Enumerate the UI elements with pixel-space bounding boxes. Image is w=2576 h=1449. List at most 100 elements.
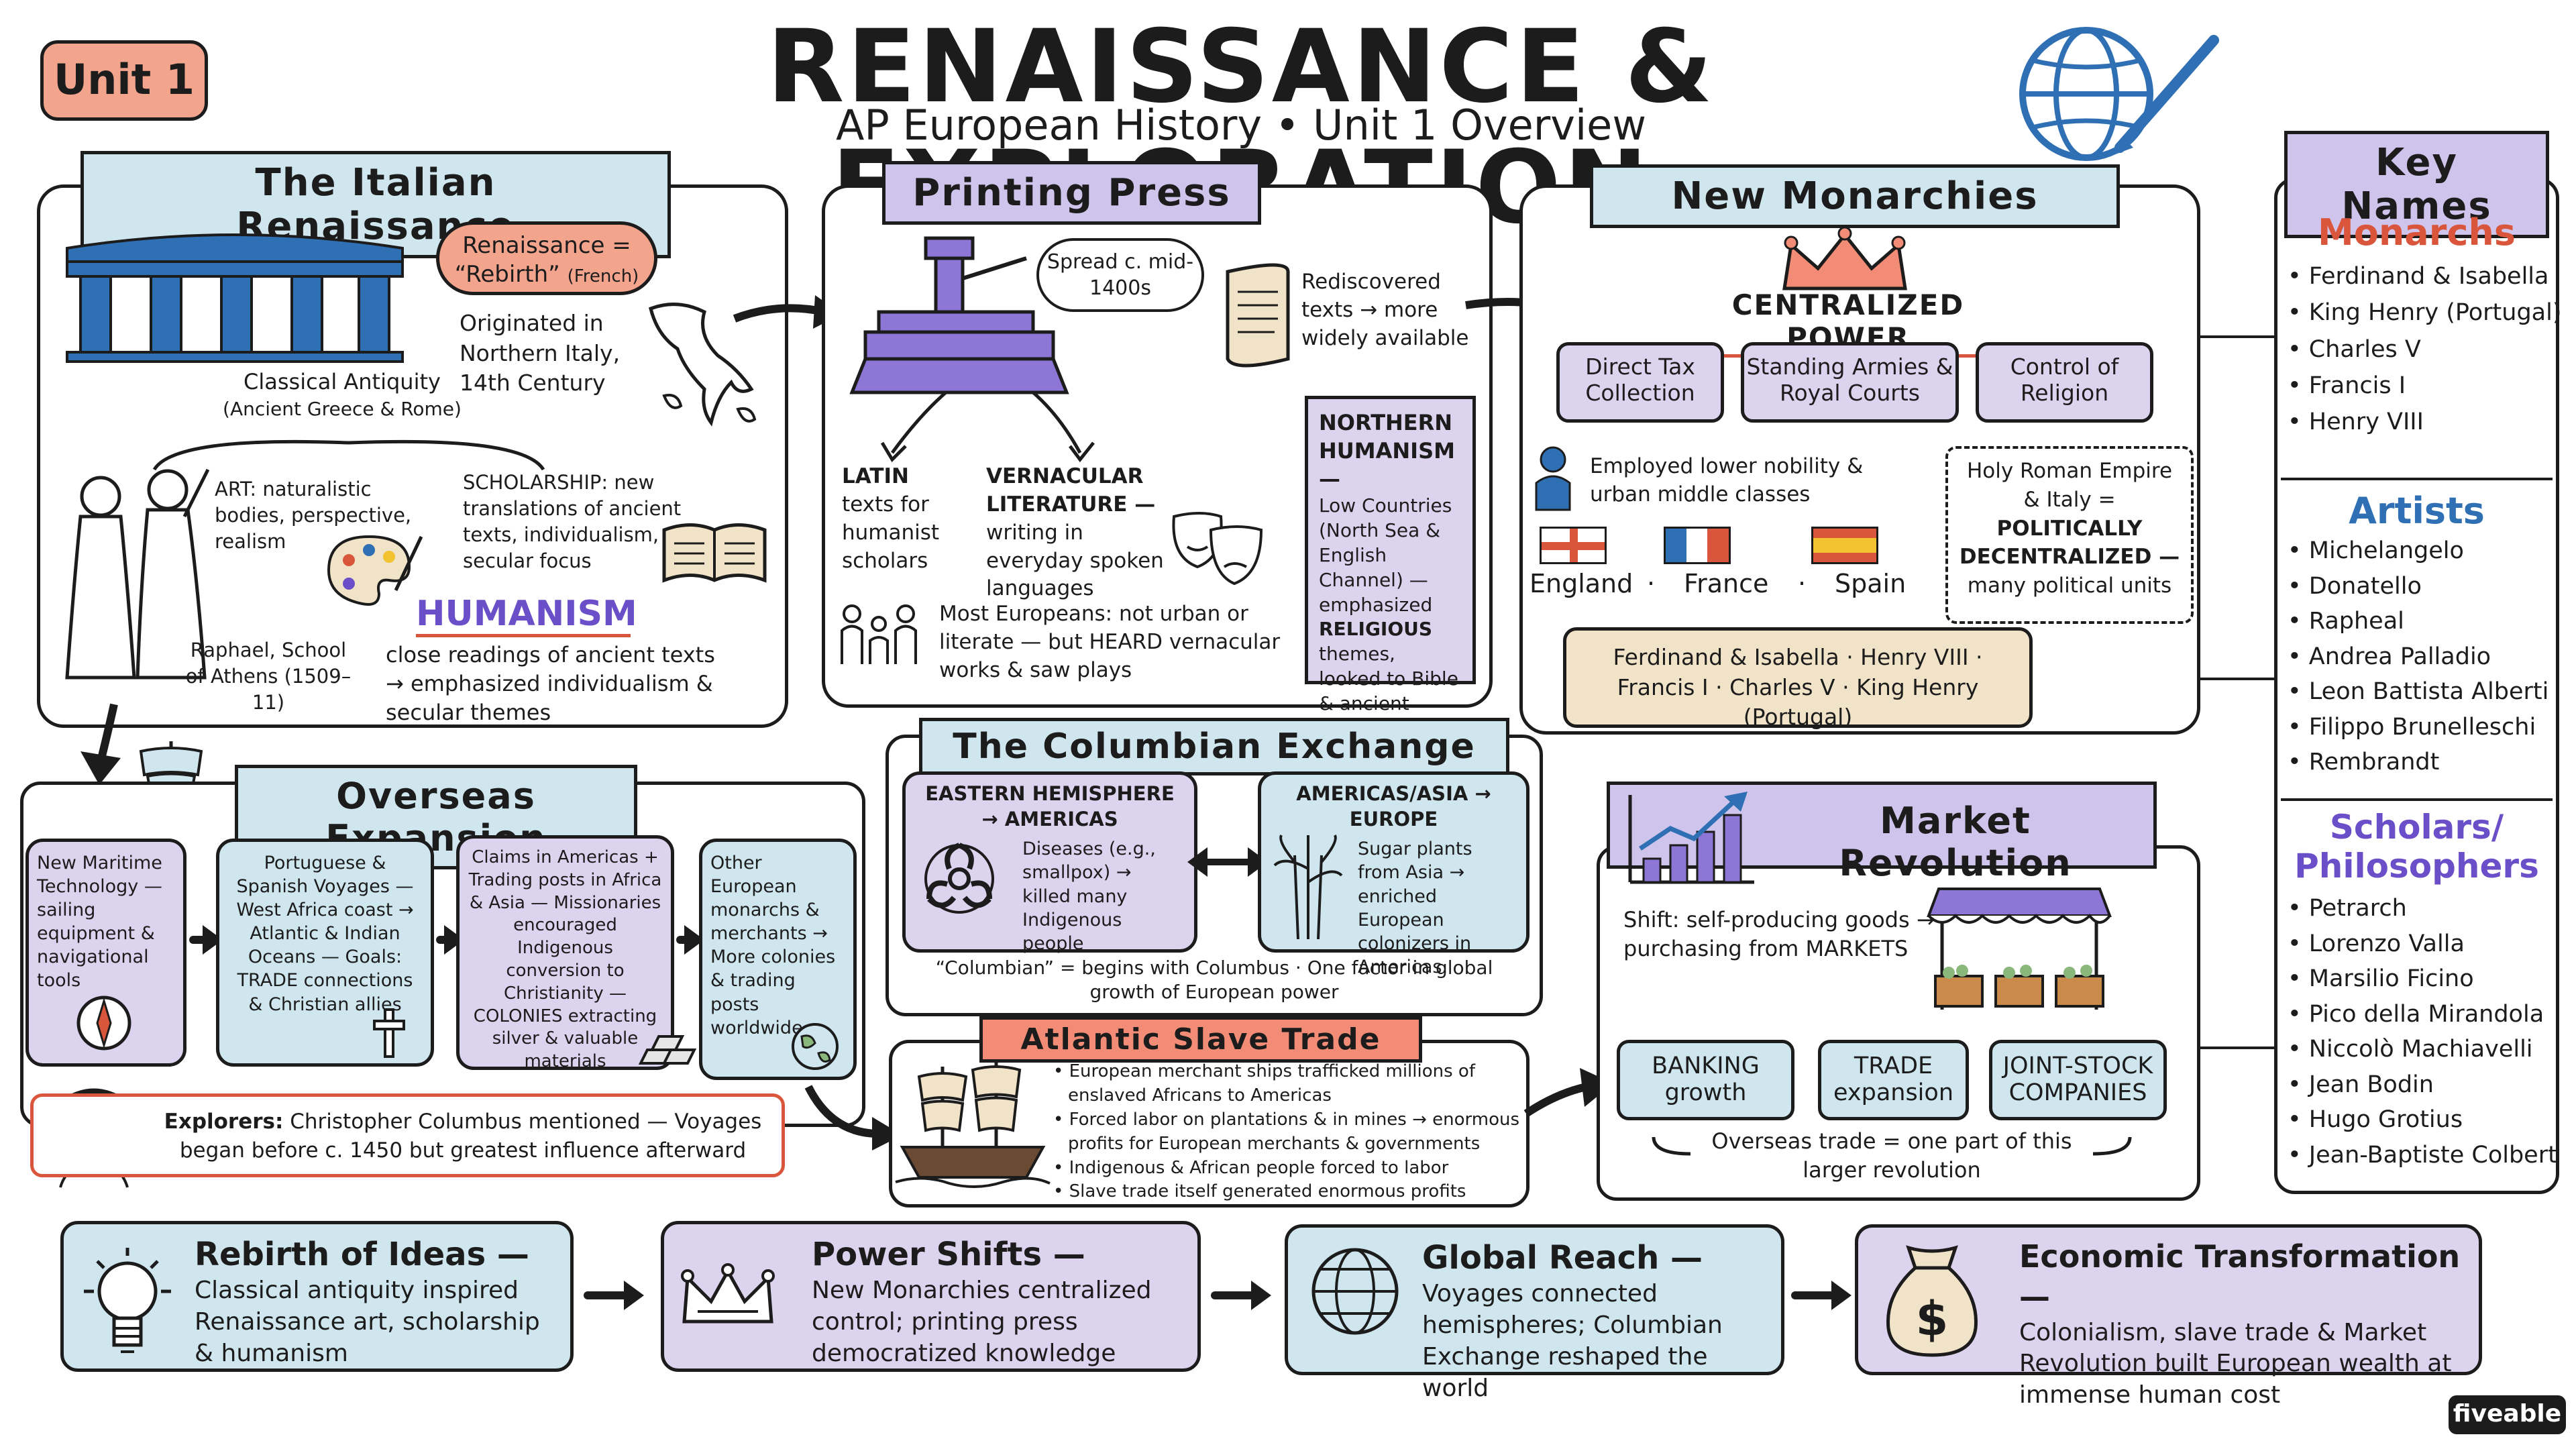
worldwide-text: Other European monarchs & merchants → Mo… — [710, 853, 836, 1038]
france-flag-icon — [1664, 527, 1731, 564]
columbian-exchange-title: The Columbian Exchange — [919, 718, 1509, 775]
classical-label: Classical Antiquity — [244, 369, 441, 394]
latin-block: LATIN texts for humanist scholars — [842, 463, 963, 575]
printing-press-icon — [849, 236, 1069, 394]
key-names-connector — [2200, 678, 2274, 680]
open-book-icon — [662, 523, 767, 583]
scholarship-text: SCHOLARSHIP: new translations of ancient… — [463, 471, 682, 573]
italy-map-icon — [649, 303, 757, 427]
slave-trade-bullets: • European merchant ships trafficked mil… — [1053, 1060, 1523, 1204]
split-arrows — [880, 391, 1095, 463]
northern-text: Low Countries (North Sea & English Chann… — [1319, 494, 1452, 616]
monarchs-heading: Monarchs — [2318, 211, 2516, 254]
market-card-banking: BANKING growth — [1617, 1040, 1794, 1120]
sugar-plant-icon — [1273, 835, 1343, 940]
paint-palette-icon — [327, 535, 423, 606]
overseas-arrow-3 — [676, 925, 704, 955]
summary-text: New Monarchies centralized control; prin… — [812, 1277, 1152, 1367]
svg-text:$: $ — [1916, 1291, 1949, 1346]
rediscovered-text: Rediscovered texts → more widely availab… — [1301, 270, 1469, 350]
printing-press-title: Printing Press — [882, 161, 1261, 225]
classical-sub: (Ancient Greece & Rome) — [223, 398, 462, 421]
new-monarchies-title: New Monarchies — [1590, 164, 2120, 228]
summary-text: Voyages connected hemispheres; Columbian… — [1422, 1280, 1723, 1402]
vernacular-text: writing in everyday spoken languages — [986, 520, 1164, 601]
rebirth-text: Renaissance = “Rebirth” — [454, 232, 631, 288]
monarch-item: Henry VIII — [2288, 404, 2553, 440]
artist-item: Andrea Palladio — [2288, 639, 2553, 675]
artist-item: Rembrandt — [2288, 745, 2553, 780]
spread-bubble: Spread c. mid-1400s — [1036, 238, 1204, 312]
artists-heading: Artists — [2349, 490, 2485, 532]
cross-icon — [373, 1008, 405, 1058]
england-flag-icon — [1540, 527, 1607, 564]
market-card-joint-stock: JOINT-STOCK COMPANIES — [1989, 1040, 2167, 1120]
summary-title: Power Shifts — — [812, 1236, 1085, 1273]
market-overseas-text: Overseas trade = one part of this larger… — [1711, 1128, 2072, 1183]
slave-bullet: • Forced labor on plantations & in mines… — [1053, 1109, 1520, 1154]
latin-title: LATIN — [842, 464, 909, 488]
spain-flag-icon — [1811, 527, 1878, 564]
west-title: AMERICAS/ASIA → EUROPE — [1296, 782, 1491, 830]
artist-item: Rapheal — [2288, 604, 2553, 639]
summary-title: Rebirth of Ideas — — [195, 1236, 529, 1273]
artist-item: Filippo Brunelleschi — [2288, 710, 2553, 745]
scholar-item: Jean Bodin — [2288, 1067, 2553, 1103]
monarch-item: Ferdinand & Isabella — [2288, 258, 2553, 294]
artist-item: Leon Battista Alberti — [2288, 674, 2553, 710]
people-icon — [841, 604, 917, 664]
unit-badge: Unit 1 — [40, 40, 208, 121]
americas-to-europe-card: AMERICAS/ASIA → EUROPE Sugar plants from… — [1258, 771, 1529, 977]
rebirth-note: (French) — [567, 266, 639, 286]
summary-crown-icon — [681, 1263, 775, 1324]
key-names-divider — [2281, 798, 2553, 801]
slave-bullet: • Indigenous & African people forced to … — [1053, 1157, 1449, 1178]
vernacular-block: VERNACULAR LITERATURE — writing in every… — [986, 463, 1268, 603]
summary-card-global: Global Reach — Voyages connected hemisph… — [1285, 1224, 1784, 1402]
slave-bullet-text: Forced labor on plantations & in mines →… — [1068, 1109, 1520, 1154]
employed-text: Employed lower nobility & urban middle c… — [1590, 454, 1864, 506]
slave-ship-icon — [895, 1060, 1051, 1188]
technology-text: New Maritime Technology — sailing equipm… — [37, 853, 162, 991]
summary-title: Economic Transformation — — [2019, 1238, 2461, 1315]
money-bag-icon: $ — [1886, 1245, 1978, 1357]
scroll-icon — [1226, 263, 1290, 368]
summary-globe-icon — [1311, 1248, 1399, 1335]
overseas-step-colonies: Claims in Americas + Trading posts in Af… — [456, 835, 674, 1072]
explorers-card: Explorers: Christopher Columbus mentione… — [30, 1093, 785, 1177]
theater-masks-icon — [1172, 512, 1263, 586]
summary-text: Classical antiquity inspired Renaissance… — [195, 1277, 540, 1367]
small-globe-icon — [792, 1023, 839, 1070]
colonies-text: Claims in Americas + Trading posts in Af… — [468, 847, 662, 1072]
brand-logo: fiveable — [2449, 1395, 2566, 1434]
compass-icon — [76, 996, 131, 1051]
person-icon — [1535, 446, 1571, 511]
slave-bullet: • Slave trade itself generated enormous … — [1053, 1181, 1466, 1202]
hre-end: many political units — [1967, 574, 2172, 598]
scholar-item: Hugo Grotius — [2288, 1102, 2553, 1138]
market-brace — [1652, 1136, 2132, 1156]
page-subtitle: AP European History • Unit 1 Overview — [835, 101, 1647, 150]
scholar-item: Lorenzo Valla — [2288, 926, 2553, 962]
humanism-title: HUMANISM — [416, 594, 637, 637]
country-dot-2: · — [1798, 569, 1807, 598]
summary-title: Global Reach — — [1422, 1239, 1703, 1277]
key-names-connector — [2200, 335, 2274, 338]
rising-chart-icon — [1628, 792, 1754, 884]
silver-bars-icon — [638, 1035, 697, 1065]
philosophers-icon — [65, 468, 210, 680]
connector-branch — [152, 439, 545, 471]
key-names-title: Key Names — [2284, 131, 2549, 238]
italian-renaissance-title: The Italian Renaissance — [80, 151, 671, 258]
globe-paintbrush-icon — [2019, 27, 2219, 161]
slave-bullet-text: Slave trade itself generated enormous pr… — [1069, 1181, 1466, 1202]
slave-bullet: • European merchant ships trafficked mil… — [1053, 1061, 1475, 1106]
crown-icon — [1782, 226, 1907, 290]
artists-list: Michelangelo Donatello Rapheal Andrea Pa… — [2288, 533, 2553, 780]
summary-arrow-2 — [1211, 1281, 1271, 1310]
slave-bullet-text: European merchant ships trafficked milli… — [1068, 1061, 1475, 1106]
hre-card: Holy Roman Empire & Italy = POLITICALLY … — [1945, 446, 2194, 624]
hre-bold: POLITICALLY DECENTRALIZED — — [1959, 516, 2180, 570]
northern-bold: RELIGIOUS — [1319, 618, 1433, 641]
artist-item: Michelangelo — [2288, 533, 2553, 569]
